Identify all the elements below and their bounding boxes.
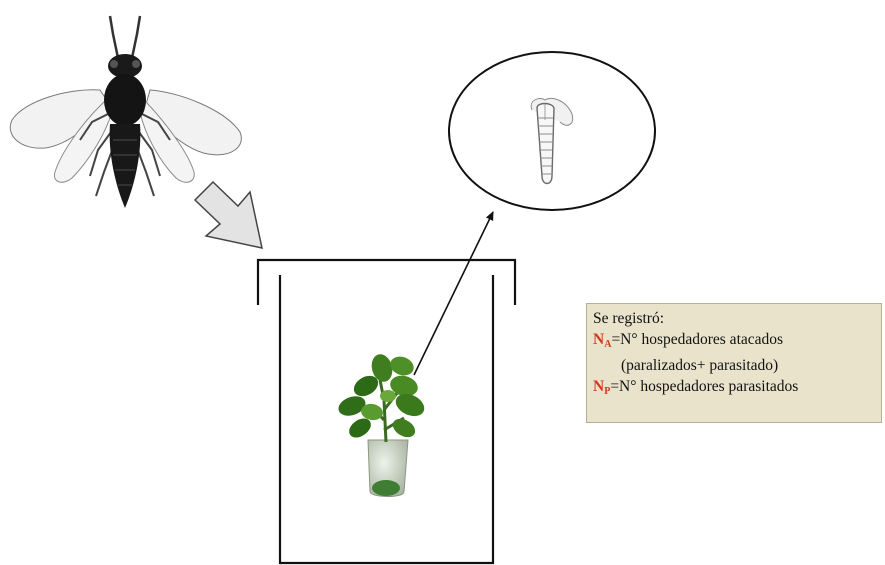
legend-parasitized-text: =N° hospedadores parasitados xyxy=(610,378,798,395)
legend-attacked-detail: (paralizados+ parasitado) xyxy=(593,355,875,376)
block-arrow-icon xyxy=(195,182,262,248)
pointer-arrow xyxy=(414,212,493,375)
cage-container xyxy=(258,260,515,563)
legend-line-parasitized: NP=N° hospedadores parasitados xyxy=(593,376,875,402)
symbol-np-letter: N xyxy=(593,378,604,395)
legend-attacked-text: =N° hospedadores atacados xyxy=(611,331,783,348)
symbol-na-letter: N xyxy=(593,331,604,348)
symbol-np: NP xyxy=(593,378,610,395)
symbol-na: NA xyxy=(593,331,611,348)
legend-box: Se registró: NA=N° hospedadores atacados… xyxy=(586,303,882,423)
legend-line-attacked: NA=N° hospedadores atacados xyxy=(593,329,875,355)
wasp-icon xyxy=(10,16,241,208)
legend-heading: Se registró: xyxy=(593,308,875,329)
